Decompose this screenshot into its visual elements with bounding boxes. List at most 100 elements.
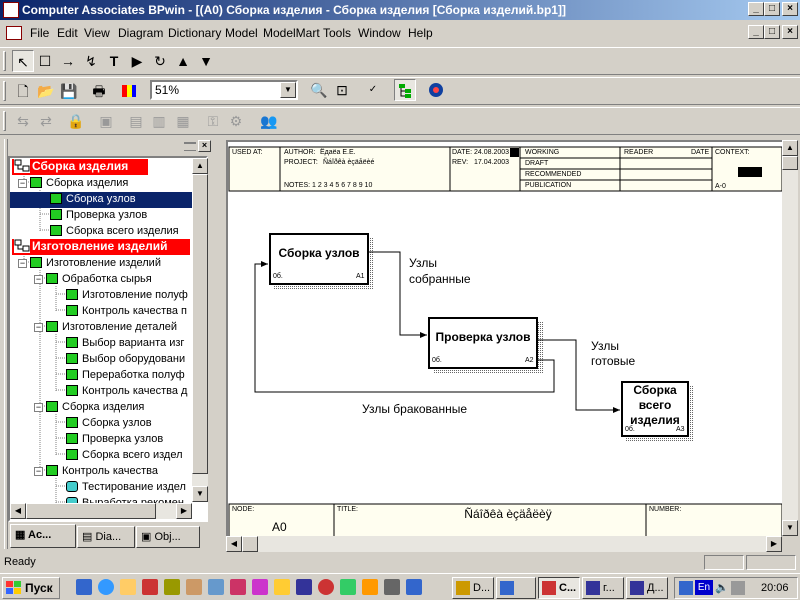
menu-help[interactable]: Help bbox=[408, 26, 433, 40]
go-down-icon[interactable]: ▼ bbox=[199, 53, 213, 69]
tree-item[interactable]: −Изготовление деталей bbox=[34, 321, 178, 333]
taskbar-item-active[interactable]: С... bbox=[538, 577, 580, 599]
arrow-label-assembled[interactable]: собранные bbox=[409, 272, 471, 286]
maximize-button[interactable]: □ bbox=[764, 2, 780, 16]
users-icon[interactable]: 👥 bbox=[260, 113, 278, 129]
tree-item[interactable]: Тестирование издел bbox=[66, 480, 186, 496]
lock-icon[interactable]: 🔒 bbox=[67, 113, 85, 129]
tree-item[interactable]: Изготовление изделий bbox=[12, 239, 190, 255]
quick-launch-icon[interactable] bbox=[186, 579, 202, 595]
scroll-thumb[interactable] bbox=[192, 174, 208, 474]
quick-launch-icon[interactable] bbox=[142, 579, 158, 595]
quick-launch-icon[interactable] bbox=[318, 579, 334, 595]
activity-box-a1[interactable]: Сборка узлов bbox=[278, 246, 360, 260]
diagram-canvas[interactable]: USED AT: AUTHOR: Ёдаёа Е.Е. PROJECT: Ñáî… bbox=[226, 140, 782, 536]
ie-icon[interactable] bbox=[98, 579, 114, 595]
disconnect-icon[interactable]: ⇄ bbox=[40, 113, 52, 129]
tree-horizontal-scrollbar[interactable]: ◀ ▶ bbox=[10, 503, 192, 519]
tree-item[interactable]: Изготовление полуф bbox=[66, 288, 188, 304]
tree-item[interactable]: Контроль качества д bbox=[66, 384, 187, 400]
zoom-select[interactable]: 51% ▼ bbox=[150, 80, 298, 100]
collapse-icon[interactable]: − bbox=[34, 322, 43, 332]
close-button[interactable]: × bbox=[782, 2, 798, 16]
activity-box-a3[interactable]: Сборка всего изделия bbox=[630, 383, 680, 427]
quick-launch-icon[interactable] bbox=[406, 579, 422, 595]
canvas-horizontal-scrollbar[interactable]: ◀ ▶ bbox=[226, 536, 782, 552]
tree-item[interactable]: Проверка узлов bbox=[50, 208, 147, 224]
scroll-left-icon[interactable]: ◀ bbox=[226, 536, 242, 552]
document-icon[interactable] bbox=[6, 26, 22, 40]
report-icon[interactable]: ▤ bbox=[129, 113, 143, 129]
tree-item[interactable]: −Контроль качества bbox=[34, 465, 158, 477]
scroll-thumb-h[interactable] bbox=[26, 503, 156, 519]
go-to-child-icon[interactable]: ▶ bbox=[131, 53, 143, 69]
collapse-icon[interactable]: − bbox=[34, 466, 43, 476]
word-icon[interactable] bbox=[296, 579, 312, 595]
collapse-icon[interactable]: − bbox=[34, 274, 43, 284]
zoom-in-icon[interactable]: 🔍 bbox=[310, 82, 328, 98]
tab-objects[interactable]: ▣ Obj... bbox=[136, 526, 200, 548]
menu-modelmart[interactable]: ModelMart bbox=[263, 26, 320, 40]
tree-item[interactable]: Выбор варианта изг bbox=[66, 336, 184, 352]
menu-model[interactable]: Model bbox=[225, 26, 258, 40]
color-palette-icon[interactable] bbox=[118, 80, 140, 102]
tree-item[interactable]: −Сборка изделия bbox=[34, 401, 145, 413]
grid-icon[interactable]: ▦ bbox=[176, 113, 190, 129]
merge-icon[interactable]: ▣ bbox=[99, 113, 113, 129]
quick-launch-icon[interactable] bbox=[252, 579, 268, 595]
open-folder-icon[interactable]: 📂 bbox=[37, 83, 55, 99]
quick-launch-icon[interactable] bbox=[164, 579, 180, 595]
connect-icon[interactable]: ⇆ bbox=[17, 113, 29, 129]
taskbar-item[interactable]: Д... bbox=[626, 577, 668, 599]
rotate-icon[interactable]: ↻ bbox=[154, 53, 166, 69]
scroll-thumb[interactable] bbox=[782, 156, 798, 170]
arrow-label-ready[interactable]: Узлы bbox=[591, 339, 619, 353]
menu-window[interactable]: Window bbox=[358, 26, 401, 40]
menu-diagram[interactable]: Diagram bbox=[118, 26, 164, 40]
app-icon[interactable] bbox=[3, 2, 19, 18]
settings-icon[interactable]: ⚙ bbox=[229, 113, 243, 129]
tree-item[interactable]: Сборка всего издел bbox=[66, 448, 183, 464]
tree-item[interactable]: Сборка всего изделия bbox=[50, 224, 179, 240]
panel-dock-grip[interactable] bbox=[184, 142, 196, 151]
collapse-icon[interactable]: − bbox=[18, 178, 27, 188]
scroll-thumb-h[interactable] bbox=[242, 536, 258, 552]
tree-item[interactable]: −Изготовление изделий bbox=[18, 257, 161, 269]
language-indicator[interactable]: En bbox=[695, 580, 713, 595]
print-icon[interactable]: 🖶 bbox=[92, 83, 106, 99]
scroll-up-icon[interactable]: ▲ bbox=[192, 158, 208, 174]
activity-box-a2[interactable]: Проверка узлов bbox=[435, 330, 531, 344]
mail-icon[interactable] bbox=[120, 579, 136, 595]
doc-close-button[interactable]: × bbox=[782, 25, 798, 39]
scroll-left-icon[interactable]: ◀ bbox=[10, 503, 26, 519]
volume-icon[interactable]: 🔈 bbox=[715, 582, 729, 594]
arrow-label-rejected[interactable]: Узлы бракованные bbox=[362, 402, 468, 416]
tray-icon[interactable] bbox=[731, 581, 745, 595]
modelmart-icon[interactable] bbox=[425, 79, 447, 101]
tree-item[interactable]: Сборка изделия bbox=[12, 159, 148, 175]
quick-launch-icon[interactable] bbox=[340, 579, 356, 595]
quick-launch-icon[interactable] bbox=[76, 579, 92, 595]
activity-tree[interactable]: Сборка изделия −Сборка изделия Сборка уз… bbox=[8, 156, 208, 522]
arrow-tool-icon[interactable]: → bbox=[61, 53, 75, 69]
tree-item[interactable]: Сборка узлов bbox=[66, 416, 152, 432]
tree-item[interactable]: Проверка узлов bbox=[66, 432, 163, 448]
tree-item[interactable]: −Обработка сырья bbox=[34, 273, 152, 285]
pointer-tool-icon[interactable]: ↖ bbox=[12, 50, 34, 72]
scroll-down-icon[interactable]: ▼ bbox=[192, 486, 208, 502]
taskbar-item[interactable] bbox=[496, 577, 536, 599]
chevron-down-icon[interactable]: ▼ bbox=[280, 82, 296, 98]
menu-tools[interactable]: Tools bbox=[323, 26, 352, 40]
tree-vertical-scrollbar[interactable]: ▲ ▼ bbox=[192, 158, 208, 502]
text-tool-icon[interactable]: T bbox=[109, 53, 119, 69]
menu-edit[interactable]: Edit bbox=[57, 26, 78, 40]
doc-restore-button[interactable]: □ bbox=[764, 25, 780, 39]
quick-launch-icon[interactable] bbox=[230, 579, 246, 595]
start-button[interactable]: Пуск bbox=[2, 577, 60, 599]
tree-item[interactable]: Выбор оборудовани bbox=[66, 352, 185, 368]
quick-launch-icon[interactable] bbox=[274, 579, 290, 595]
scroll-up-icon[interactable]: ▲ bbox=[782, 140, 798, 156]
quick-launch-icon[interactable] bbox=[362, 579, 378, 595]
security-icon[interactable]: ⚿ bbox=[207, 113, 219, 129]
arrow-label-ready[interactable]: готовые bbox=[591, 354, 636, 368]
